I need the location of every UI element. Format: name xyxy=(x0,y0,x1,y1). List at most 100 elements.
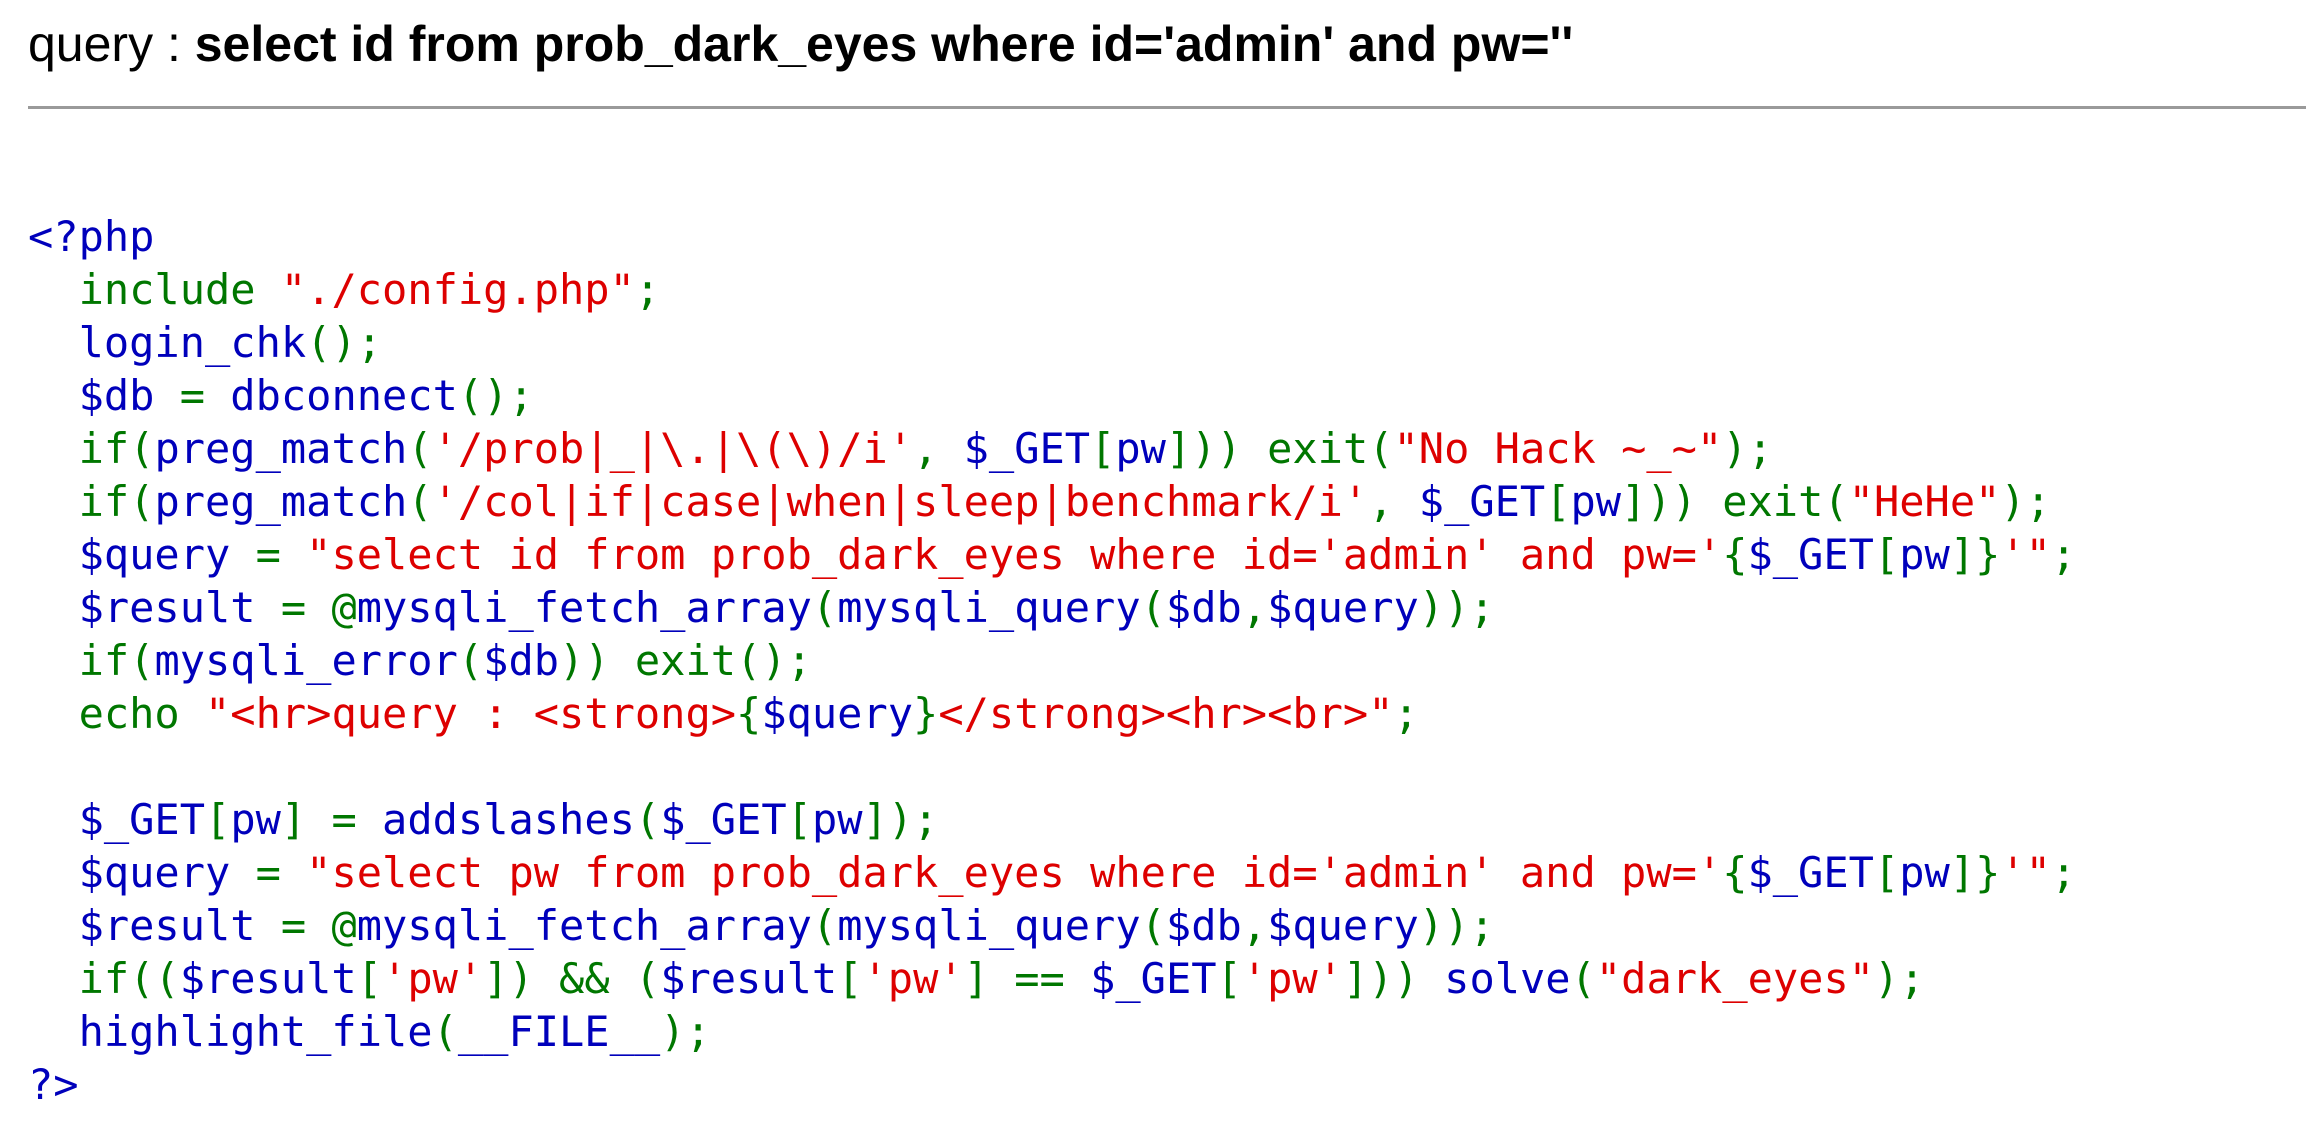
code-line: $db = dbconnect(); xyxy=(28,369,2076,422)
code-token: ( xyxy=(1570,954,1596,1003)
code-token: , xyxy=(1241,583,1268,632)
code-token: , xyxy=(913,424,964,473)
code-token: addslashes xyxy=(382,795,635,844)
code-line: login_chk(); xyxy=(28,316,2076,369)
code-token: [ xyxy=(1873,848,1900,897)
code-token: '/col|if|case|when|sleep|benchmark/i' xyxy=(432,477,1369,526)
code-token: $query xyxy=(1267,583,1419,632)
code-token: $result xyxy=(179,954,357,1003)
code-token: [ xyxy=(1216,954,1242,1003)
code-token: [ xyxy=(1090,424,1116,473)
code-line: if(($result['pw']) && ($result['pw'] == … xyxy=(28,952,2076,1005)
code-token: )) exit(); xyxy=(559,636,812,685)
code-token: ); xyxy=(1874,954,1925,1003)
code-token: "select pw from prob_dark_eyes where id=… xyxy=(306,848,1723,897)
code-token: preg_match xyxy=(154,477,408,526)
code-token: ( xyxy=(811,901,838,950)
code-line: <?php xyxy=(28,210,2076,263)
query-label: query : xyxy=(28,16,195,72)
code-token: 'pw' xyxy=(862,954,964,1003)
code-token: ; xyxy=(634,265,661,314)
code-token: ]} xyxy=(1949,530,2001,579)
code-token: ( xyxy=(407,477,433,526)
code-line: $_GET[pw] = addslashes($_GET[pw]); xyxy=(28,793,2076,846)
code-token: { xyxy=(1722,848,1748,897)
code-token: "./config.php" xyxy=(280,265,635,314)
code-token: if( xyxy=(28,477,155,526)
code-token: $db xyxy=(1165,583,1242,632)
code-token: ( xyxy=(634,795,661,844)
code-token: [ xyxy=(786,795,812,844)
code-token: [ xyxy=(356,954,383,1003)
code-token: ); xyxy=(660,1007,711,1056)
code-token: "select id from prob_dark_eyes where id=… xyxy=(306,530,1723,579)
code-token: "dark_eyes" xyxy=(1595,954,1875,1003)
code-token: ]); xyxy=(862,795,939,844)
code-token: ]} xyxy=(1949,848,2001,897)
code-token: $_GET xyxy=(1418,477,1546,526)
code-token: pw xyxy=(1115,424,1166,473)
code-token: ( xyxy=(1140,901,1166,950)
code-token: ])) exit( xyxy=(1165,424,1394,473)
code-token: mysqli_error xyxy=(154,636,458,685)
code-token: $_GET xyxy=(1090,954,1217,1003)
code-token: ; xyxy=(2050,530,2077,579)
code-token: [ xyxy=(1545,477,1571,526)
code-token: )); xyxy=(1418,583,1495,632)
code-token: $_GET xyxy=(1747,530,1874,579)
code-token: [ xyxy=(205,795,231,844)
code-token: pw xyxy=(230,795,281,844)
code-token: $_GET xyxy=(1747,848,1874,897)
code-token: ] = xyxy=(280,795,383,844)
code-token: highlight_file xyxy=(28,1007,433,1056)
code-token: <?php xyxy=(28,212,155,261)
code-line: $result = @mysqli_fetch_array(mysqli_que… xyxy=(28,899,2076,952)
code-token: mysqli_query xyxy=(837,583,1141,632)
code-token: $db xyxy=(1165,901,1242,950)
code-token: pw xyxy=(1899,848,1950,897)
code-token: ]) && ( xyxy=(483,954,661,1003)
code-line: highlight_file(__FILE__); xyxy=(28,1005,2076,1058)
code-line: ?> xyxy=(28,1058,2076,1111)
code-token: = xyxy=(255,848,307,897)
code-line: if(mysqli_error($db)) exit(); xyxy=(28,634,2076,687)
code-token: } xyxy=(913,689,939,738)
code-token: , xyxy=(1368,477,1419,526)
code-token: mysqli_query xyxy=(837,901,1141,950)
code-token: pw xyxy=(811,795,863,844)
code-token: if(( xyxy=(28,954,180,1003)
code-token: = xyxy=(255,530,307,579)
query-value: select id from prob_dark_eyes where id='… xyxy=(194,16,1574,72)
code-token: $query xyxy=(28,530,256,579)
code-token: )); xyxy=(1418,901,1495,950)
code-line: if(preg_match('/col|if|case|when|sleep|b… xyxy=(28,475,2076,528)
code-token: $_GET xyxy=(660,795,787,844)
code-token: 'pw' xyxy=(382,954,484,1003)
code-token: ?> xyxy=(28,1060,79,1109)
code-token: { xyxy=(736,689,762,738)
code-token: __FILE__ xyxy=(457,1007,661,1056)
code-token: </strong><hr><br>" xyxy=(938,689,1394,738)
code-token: (); xyxy=(306,318,383,367)
code-token: ); xyxy=(2000,477,2051,526)
code-token: "No Hack ~_~" xyxy=(1393,424,1723,473)
code-line: $query = "select pw from prob_dark_eyes … xyxy=(28,846,2077,899)
code-token: ])) exit( xyxy=(1621,477,1849,526)
code-token: $db xyxy=(28,371,180,420)
code-token: '/prob|_|\.|\(\)/i' xyxy=(432,424,914,473)
code-token: $result xyxy=(660,954,838,1003)
code-line: $result = @mysqli_fetch_array(mysqli_que… xyxy=(28,581,2076,634)
code-token: $query xyxy=(761,689,914,738)
code-token: "<hr>query : <strong> xyxy=(205,689,737,738)
code-token: $query xyxy=(1267,901,1419,950)
code-token: , xyxy=(1241,901,1268,950)
code-token: ])) xyxy=(1343,954,1445,1003)
code-token: = @ xyxy=(280,901,357,950)
code-token: { xyxy=(1722,530,1748,579)
code-token: ; xyxy=(1393,689,1419,738)
code-token: '" xyxy=(2000,530,2051,579)
code-token: include xyxy=(28,265,281,314)
code-token: solve xyxy=(1444,954,1571,1003)
code-token: if( xyxy=(28,424,155,473)
code-token: $result xyxy=(28,901,281,950)
